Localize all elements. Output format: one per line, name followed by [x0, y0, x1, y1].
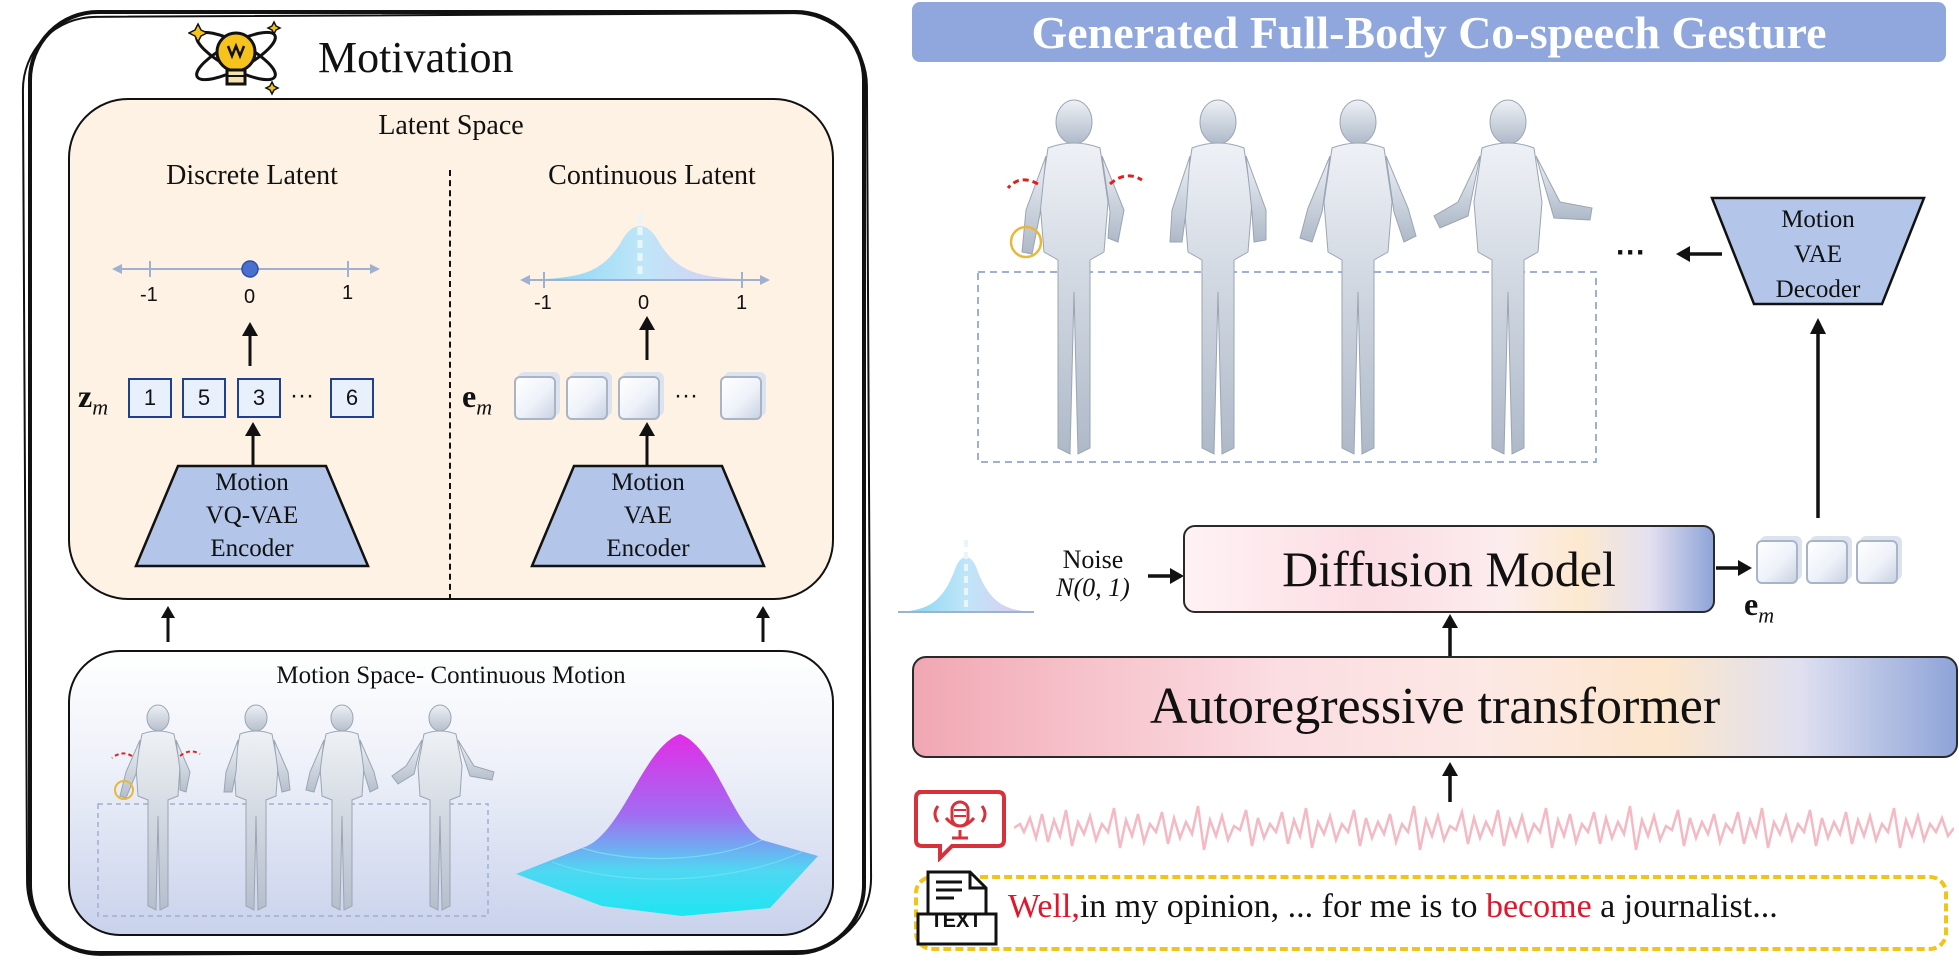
token-cell: 3	[237, 378, 281, 418]
e-m-label: em	[462, 378, 493, 420]
speech-transcript: Well,in my opinion, ... for me is to bec…	[1008, 888, 1778, 926]
vae-encoder-label: Motion VAE Encoder	[606, 469, 690, 562]
human-figure	[223, 704, 291, 911]
audio-waveform	[1014, 805, 1954, 851]
vae-encoder-shape	[530, 464, 766, 568]
latent-cube	[618, 376, 660, 420]
frame-ellipsis: ···	[1616, 236, 1646, 269]
arrow-up-icon	[245, 422, 261, 466]
continuous-motion-surface	[516, 734, 818, 916]
text-input-box	[914, 875, 1948, 951]
vq-vae-encoder-label: Motion VQ-VAE Encoder	[205, 469, 299, 562]
human-figure	[1021, 99, 1125, 455]
latent-divider	[449, 170, 451, 600]
highlight-word: Well,	[1008, 888, 1080, 925]
text-document-icon	[916, 870, 998, 946]
arrow-up-icon	[1442, 762, 1458, 802]
arrow-up-icon	[639, 316, 655, 360]
lightbulb-idea-icon	[188, 20, 282, 96]
latent-cube	[1806, 540, 1848, 584]
continuous-tick-0: 0	[638, 292, 650, 314]
microphone-audio-icon	[914, 790, 1006, 862]
autoregressive-transformer-box: Autoregressive transformer	[912, 656, 1958, 758]
continuous-latent-title: Continuous Latent	[548, 160, 756, 191]
token-ellipsis: ···	[290, 382, 314, 409]
vae-decoder-label: Motion VAE Decoder	[1775, 206, 1861, 303]
banner-background	[912, 2, 1946, 62]
latent-cube	[1756, 540, 1798, 584]
arrow-up-icon	[756, 606, 770, 642]
transcript-text: a journalist...	[1591, 888, 1778, 925]
arrow-left-icon	[1676, 246, 1722, 262]
banner-title: Generated Full-Body Co-speech Gesture	[1031, 7, 1827, 58]
continuous-tick-1: 1	[736, 292, 748, 314]
discrete-latent-title: Discrete Latent	[166, 160, 338, 191]
token-cell: 6	[330, 378, 374, 418]
latent-space-title: Latent Space	[378, 110, 524, 141]
diffusion-model-box: Diffusion Model	[1183, 525, 1715, 613]
human-figure	[391, 704, 495, 911]
arrow-right-icon	[1716, 560, 1752, 576]
continuous-axis-gaussian	[520, 214, 770, 288]
cube-ellipsis: ···	[674, 382, 698, 409]
human-figure	[119, 704, 191, 911]
latent-cube	[1856, 540, 1898, 584]
motivation-title: Motivation	[318, 33, 514, 82]
noise-gaussian-icon	[898, 540, 1034, 613]
z-m-label: zm	[78, 378, 109, 420]
e-m-output-label: em	[1744, 586, 1775, 628]
discrete-tick-1: 1	[342, 282, 354, 304]
latent-cube	[514, 376, 556, 420]
noise-label: Noise N(0, 1)	[1056, 545, 1130, 602]
discrete-axis	[112, 260, 380, 278]
arrow-right-icon	[1148, 568, 1184, 584]
motion-figures-small	[97, 704, 495, 917]
generated-gesture-figures	[977, 99, 1597, 463]
latent-cube	[566, 376, 608, 420]
token-cell: 1	[128, 378, 172, 418]
transcript-text: in my opinion, ... for me is to	[1079, 888, 1486, 925]
motivation-frame	[28, 10, 866, 955]
arrow-up-icon	[1442, 614, 1458, 656]
discrete-tick-neg1: -1	[140, 284, 158, 306]
human-figure	[1169, 99, 1267, 455]
arrow-up-icon	[161, 606, 175, 642]
vq-vae-encoder-shape	[134, 464, 370, 568]
arrow-up-icon	[639, 422, 655, 466]
discrete-tick-0: 0	[244, 286, 256, 308]
vae-decoder-shape	[1710, 196, 1926, 306]
highlight-word: become	[1485, 888, 1592, 925]
continuous-tick-neg1: -1	[534, 292, 552, 314]
token-cell: 5	[182, 378, 226, 418]
discrete-point	[241, 260, 259, 278]
human-figure	[305, 704, 379, 911]
motion-space-title: Motion Space- Continuous Motion	[276, 662, 626, 689]
text-icon-label: TEXT	[930, 910, 982, 932]
human-figure	[1433, 99, 1593, 455]
human-figure	[1299, 99, 1417, 455]
arrow-up-icon	[242, 322, 258, 366]
latent-cube	[720, 376, 762, 420]
arrow-up-icon	[1810, 318, 1826, 518]
